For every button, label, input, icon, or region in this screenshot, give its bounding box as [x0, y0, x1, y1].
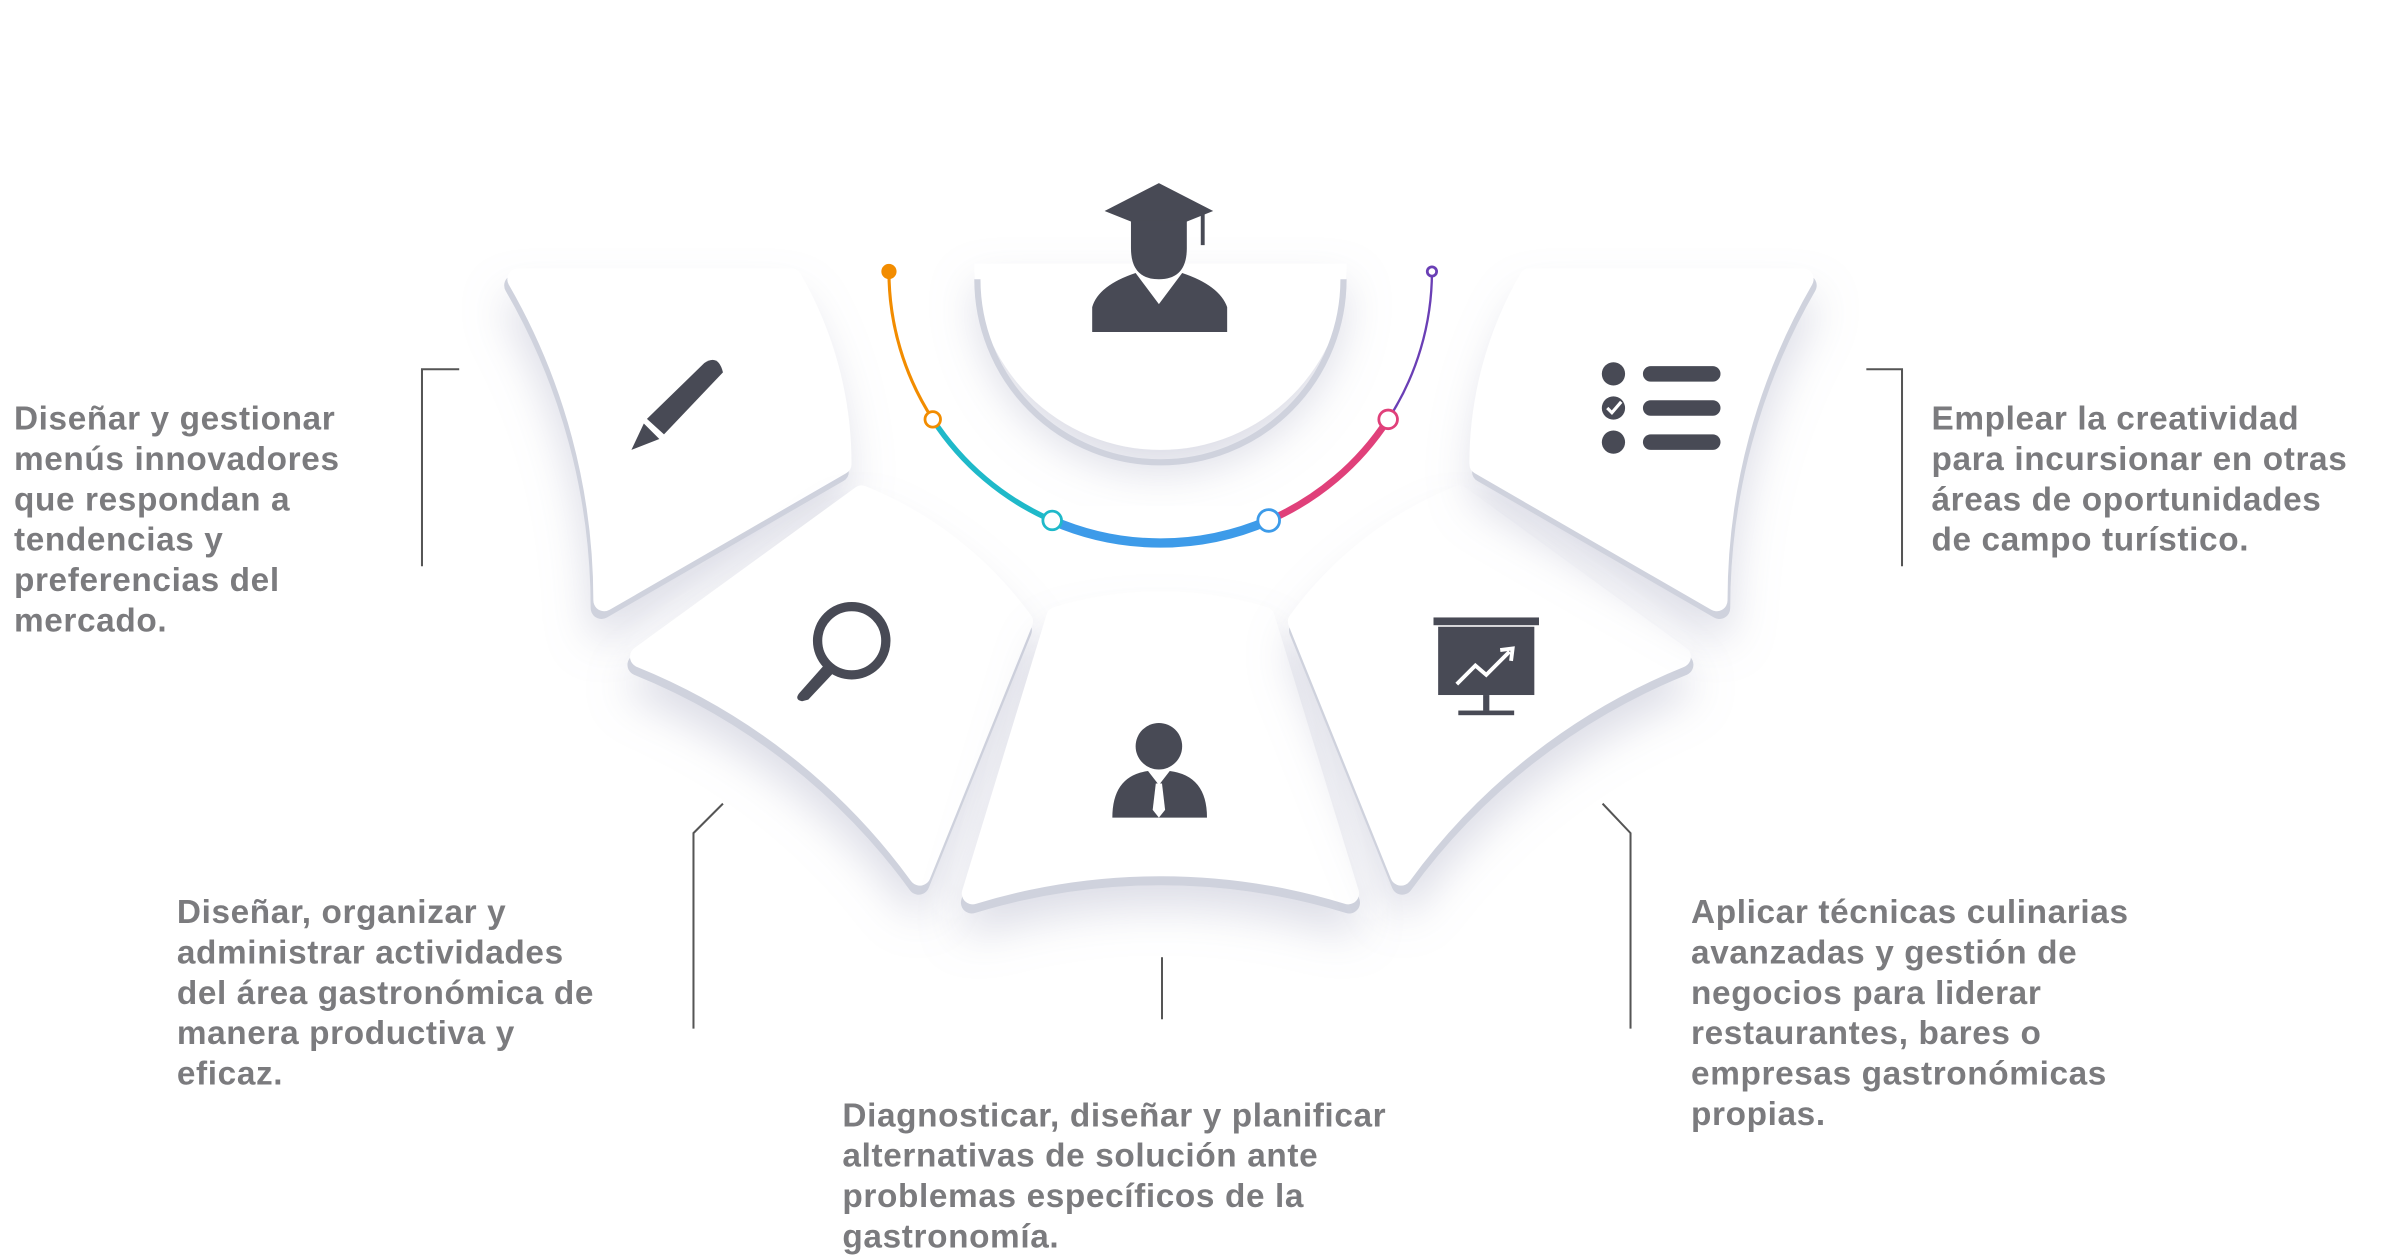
- checklist-icon: [1601, 362, 1721, 454]
- arc-node-5: [1425, 265, 1438, 278]
- arc-pink: [1267, 417, 1392, 524]
- arc-node-2: [1041, 509, 1063, 532]
- bracket-right-top: [1866, 368, 1904, 567]
- bracket-left-top: [420, 368, 460, 567]
- bracket-right-bottom: [1601, 802, 1632, 1029]
- pencil-icon: [631, 359, 723, 450]
- segment-design-menus: [507, 268, 852, 612]
- arc-node-1: [923, 410, 942, 429]
- item-text-creativity: Emplear la creatividad para incursionar …: [1931, 400, 2348, 559]
- item-text-culinary: Aplicar técnicas culinarias avanzadas y …: [1691, 893, 2129, 1133]
- center-segment: [974, 263, 1347, 450]
- arc-purple: [1387, 271, 1434, 420]
- item-text-organize: Diseñar, organizar y administrar activid…: [176, 893, 595, 1093]
- person-tie-icon: [1112, 722, 1207, 818]
- magnifier-icon: [797, 601, 891, 702]
- arc-node-0: [881, 263, 897, 280]
- presentation-chart-icon: [1433, 617, 1539, 716]
- segment-creativity: [1469, 268, 1814, 612]
- bracket-left-bottom: [692, 802, 724, 1029]
- arc-cyan: [930, 417, 1054, 523]
- arc-blue: [1050, 516, 1271, 548]
- item-text-design-menus: Diseñar y gestionar menús innovadores qu…: [13, 400, 340, 640]
- arc-node-3: [1256, 508, 1281, 533]
- item-text-diagnose: Diagnosticar, diseñar y planificar alter…: [842, 1096, 1387, 1256]
- arc-orange: [887, 271, 935, 421]
- graduate-icon: [1092, 183, 1228, 332]
- segment-organize: [629, 485, 1033, 886]
- arc-node-4: [1377, 408, 1399, 431]
